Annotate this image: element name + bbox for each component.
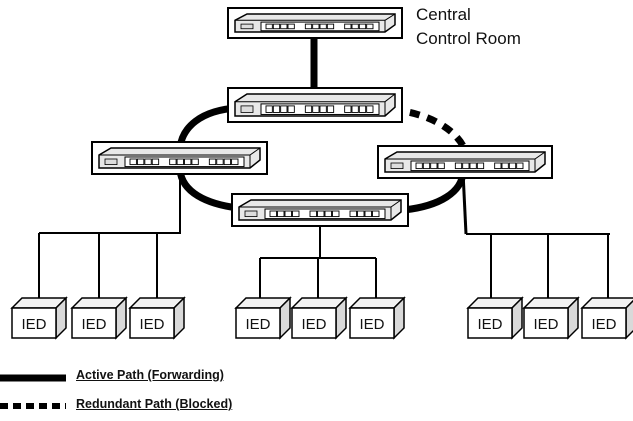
switch-port (151, 158, 160, 166)
right-drop (461, 171, 468, 235)
switch-port (191, 158, 199, 166)
ied-label: IED (301, 316, 326, 333)
switch-port (287, 23, 295, 30)
switch-left (91, 141, 268, 175)
switch-port (326, 105, 335, 113)
ied-label: IED (81, 316, 106, 333)
switch-right (377, 145, 553, 179)
switch-port (287, 105, 295, 113)
caption-line-2: Control Room (416, 29, 521, 48)
switch-port (324, 210, 332, 218)
ied-label: IED (245, 316, 270, 333)
switch-port (265, 105, 273, 113)
switch-port (422, 162, 431, 170)
switch-port (366, 23, 374, 30)
switch-port (319, 105, 327, 113)
switch-bottom (231, 193, 409, 227)
ied-device: IED (234, 296, 292, 340)
switch-port (351, 23, 359, 30)
switch-port (358, 105, 367, 113)
switch-port (208, 158, 217, 166)
switch-port (349, 210, 357, 218)
switch-port (351, 105, 359, 113)
switch-port (277, 210, 285, 218)
switch-port (358, 23, 367, 30)
switch-port (136, 158, 145, 166)
switch-port (284, 210, 292, 218)
ied-label: IED (533, 316, 558, 333)
switches (91, 7, 553, 227)
switch-port (231, 158, 239, 166)
ied-label: IED (21, 316, 46, 333)
switch-port (516, 162, 524, 170)
ied-device: IED (522, 296, 580, 340)
ied-device: IED (128, 296, 186, 340)
ied-label: IED (477, 316, 502, 333)
switch-port (292, 210, 300, 218)
switch-port (280, 23, 288, 30)
switch-port (357, 210, 365, 218)
switch-port (430, 162, 438, 170)
switch-port (317, 210, 325, 218)
switch-central (227, 7, 403, 39)
ied-label: IED (139, 316, 164, 333)
legend-redundant-label: Redundant Path (Blocked) (76, 397, 233, 411)
switch-port (344, 23, 352, 30)
switch-port (366, 105, 374, 113)
ied-device: IED (70, 296, 128, 340)
switch-port (454, 162, 463, 170)
switch-port (169, 158, 177, 166)
switch-port (332, 210, 340, 218)
switch-port (272, 23, 281, 30)
ied-device: IED (466, 296, 524, 340)
caption-line-1: Central (416, 5, 471, 24)
switch-port (304, 105, 313, 113)
switch-port (372, 210, 380, 218)
switch-port (508, 162, 517, 170)
switch-top (227, 87, 403, 123)
switch-port (265, 23, 273, 30)
ied-label: IED (591, 316, 616, 333)
ied-device: IED (290, 296, 348, 340)
switch-port (326, 23, 335, 30)
switch-port (415, 162, 423, 170)
switch-port (129, 158, 137, 166)
switch-port (223, 158, 232, 166)
switch-port (312, 23, 320, 30)
ied-device: IED (580, 297, 633, 340)
switch-port (462, 162, 470, 170)
switch-port (184, 158, 192, 166)
switch-port (501, 162, 509, 170)
switch-port (319, 23, 327, 30)
switch-port (469, 162, 477, 170)
ied-devices: IED IED IED IED IED IED IED IED IED (10, 296, 633, 340)
ied-device: IED (10, 296, 68, 340)
switch-port (272, 105, 281, 113)
switch-port (344, 105, 352, 113)
switch-port (364, 210, 372, 218)
switch-port (269, 210, 277, 218)
legend-active-label: Active Path (Forwarding) (76, 368, 224, 382)
switch-port (309, 210, 317, 218)
switch-port (280, 105, 288, 113)
switch-port (476, 162, 485, 170)
switch-port (144, 158, 152, 166)
ied-device: IED (348, 296, 406, 340)
switch-port (176, 158, 184, 166)
switch-port (312, 105, 320, 113)
switch-port (216, 158, 224, 166)
switch-port (304, 23, 313, 30)
ied-label: IED (359, 316, 384, 333)
switch-port (437, 162, 445, 170)
switch-port (494, 162, 502, 170)
ring-link-left-bottom (176, 169, 239, 212)
